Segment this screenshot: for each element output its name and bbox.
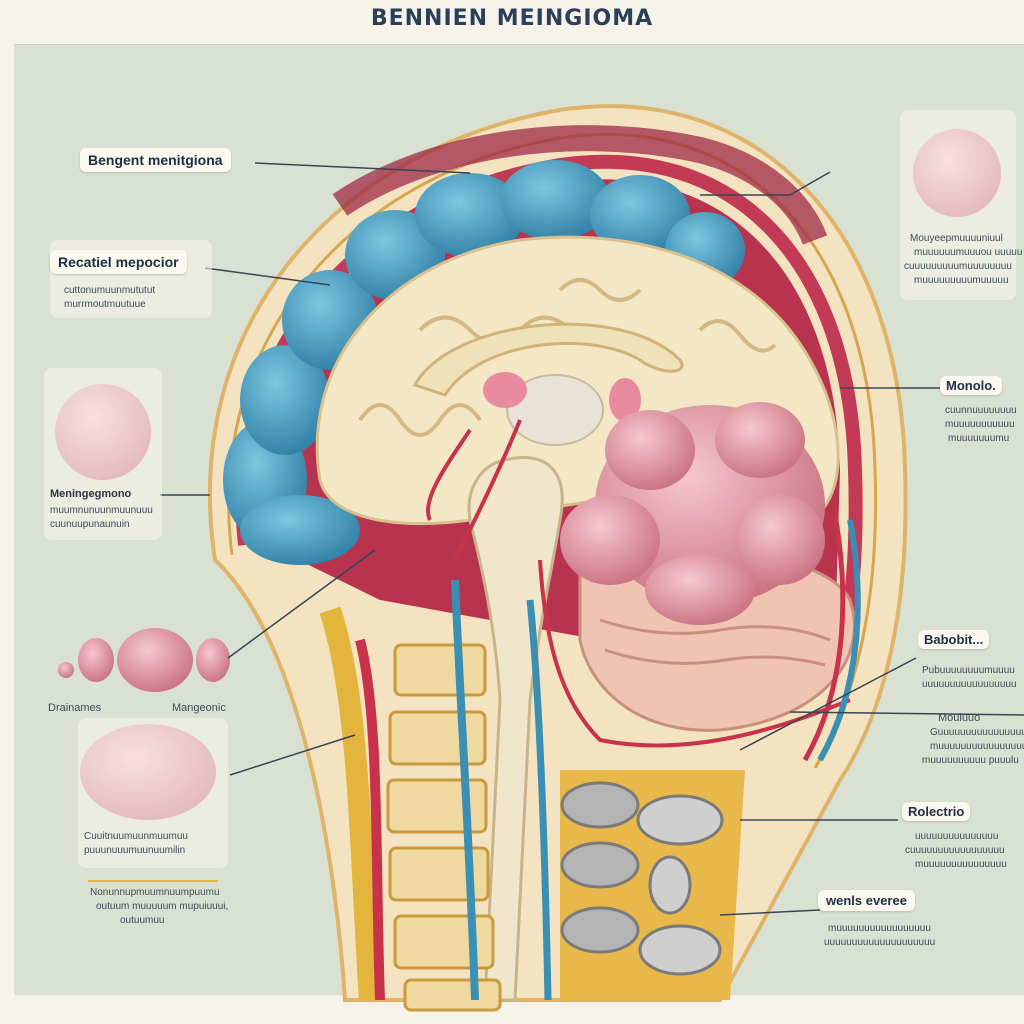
footer-note: outuum muuuuum mupuiuuui, (96, 901, 229, 912)
main-meningioma (560, 402, 825, 625)
label-mangeonic: Mangeonic (172, 702, 226, 714)
note-line: uuuuuuuuuuuuuuuuuuuu (824, 937, 936, 948)
note-line: uuuuuuuuuuuuuuuuu (922, 679, 1017, 690)
thalamus (506, 374, 604, 446)
note-line: cuuuuuuuuuuuuuuuuu (905, 845, 1005, 856)
note-line: muumnunuunmuunuuu (50, 505, 153, 516)
note-line: Pubuuuuuuuumuuuu (922, 665, 1015, 676)
callout-card-right-upper: Mouyeepmuuuuniuul muuuuuumuuuou uuuuu cu… (900, 110, 1022, 300)
note-line: muuuuuumuuuou uuuuu (914, 247, 1023, 258)
page-title: BENNIEN MEINGIOMA (370, 6, 654, 31)
leader-lines (160, 162, 1024, 916)
note-line: puuunuuumuunuumilin (84, 845, 186, 856)
note-line: cuuuuuuuuumuuuuuuuu (904, 261, 1012, 272)
note-line: Guuuuuuuuuuuuuuuuu (930, 727, 1024, 738)
callout-meningegmono: Meningegmono (50, 488, 132, 500)
note-line: uuuuuuuuuuuuuuu (915, 831, 999, 842)
vertebral-artery (355, 638, 385, 1001)
pink-nucleus (483, 372, 527, 408)
spinal-fat-layer (319, 606, 381, 1001)
callout-babobit: Babobit... (918, 630, 990, 649)
note-line: muuuuuuuuumuuuuu (914, 275, 1009, 286)
callout-recatiel-mepocior: Recatiel mepocior (50, 250, 187, 274)
label-drainames: Drainames (48, 702, 102, 714)
note-line: muuuuuuumu (948, 433, 1010, 444)
brainstem (467, 456, 564, 1002)
callout-monolo: Monolo. (940, 376, 1002, 395)
note-line: Mouluuo (938, 712, 981, 724)
divider (88, 880, 218, 882)
note-line: muuuuuuuuuuuuuuuuu (930, 741, 1024, 752)
pink-nucleus-2 (609, 378, 641, 422)
callout-wenls-everee: wenls everee (818, 890, 915, 911)
callout-card-left-lower: Cuuitnuumuunmuumuu puuunuuumuunuumilin (78, 718, 228, 868)
note-line: cuunnuuuuuuuu (945, 405, 1017, 416)
specimen-row (58, 628, 230, 692)
callout-card-left-mid: Meningegmono muumnunuunmuunuuu cuunuupun… (44, 368, 162, 540)
note-line: cuunuupunaunuin (50, 519, 130, 530)
callout-rolectrio: Rolectrio (902, 802, 971, 821)
callout-card-left-upper: Recatiel mepocior cuttonumuunmututut mur… (50, 240, 212, 318)
blood-vessels (426, 419, 861, 1001)
footer-note: Nonunnupmuumnuumpuumu (90, 887, 220, 898)
note-line: murrmoutmuutuue (64, 299, 146, 310)
footer-note: outuumuu (120, 915, 165, 926)
note-line: muuuuuuuuuuu (945, 419, 1015, 430)
note-line: muuuuuuuuuu puuulu (922, 755, 1019, 766)
note-line: Cuuitnuumuunmuumuu (84, 831, 188, 842)
callout-bengent-menitgiona: Bengent menitgiona (80, 148, 231, 172)
note-line: Mouyeepmuuuuniuul (910, 233, 1003, 244)
corpus-callosum (412, 322, 684, 397)
note-line: muuuuuuuuuuuuuuu (915, 859, 1007, 870)
posterior-muscles (560, 770, 745, 1000)
note-line: cuttonumuunmututut (64, 285, 156, 296)
note-line: muuuuuuuuuuuuuuuuu (828, 923, 931, 934)
cerebellum-folia (599, 618, 831, 667)
